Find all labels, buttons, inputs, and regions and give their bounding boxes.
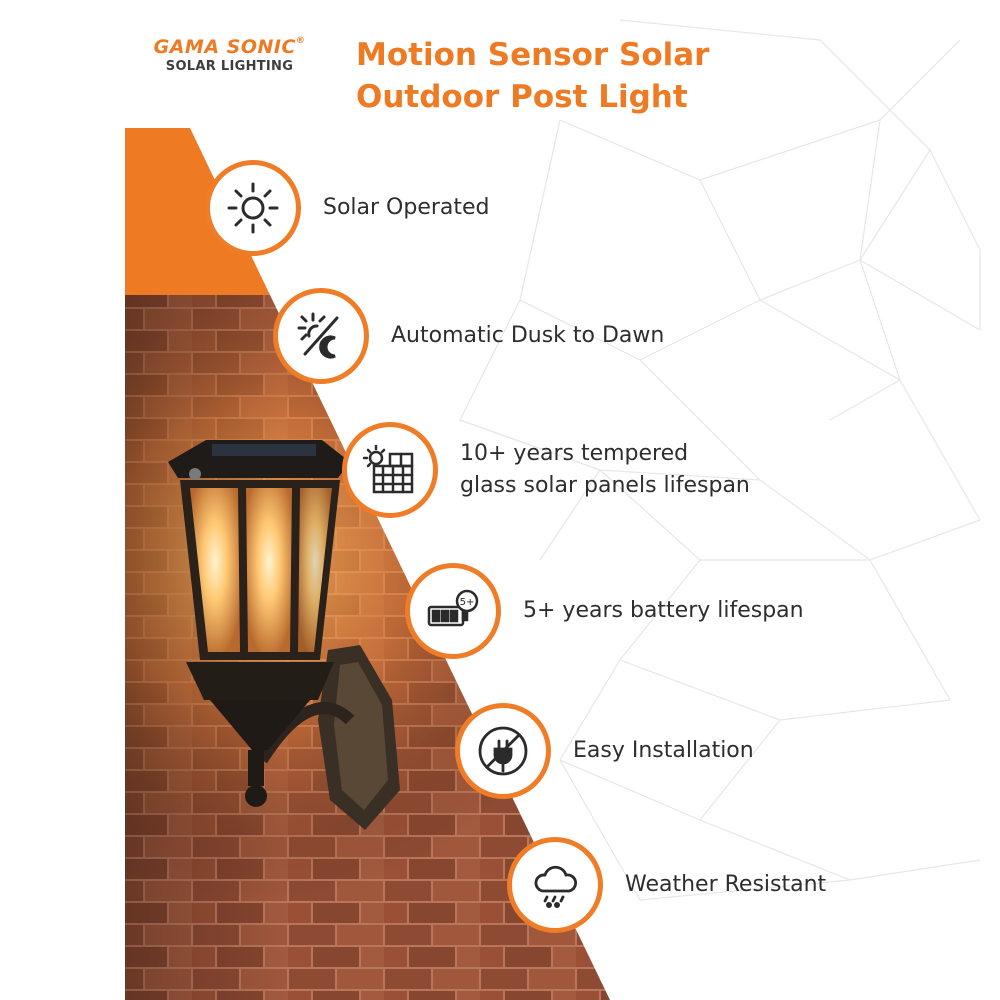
battery-badge-text: 5+ <box>460 597 475 608</box>
feature-badge: 5+ <box>405 563 501 659</box>
solar-lantern <box>168 440 400 830</box>
feature-label: Solar Operated <box>323 192 490 224</box>
feature-solar-operated: Solar Operated <box>205 160 490 256</box>
feature-dusk-to-dawn: Automatic Dusk to Dawn <box>273 288 664 384</box>
feature-weather-resistant: Weather Resistant <box>507 837 826 933</box>
feature-label: Automatic Dusk to Dawn <box>391 320 664 352</box>
feature-label: 5+ years battery lifespan <box>523 595 804 627</box>
product-title-line-2: Outdoor Post Light <box>356 79 688 115</box>
feature-badge <box>507 837 603 933</box>
feature-label-line: Weather Resistant <box>625 872 827 897</box>
feature-easy-installation: Easy Installation <box>455 703 754 799</box>
product-title-line-1: Motion Sensor Solar <box>356 37 710 73</box>
feature-label-line: 10+ years tempered <box>460 441 689 466</box>
feature-badge <box>205 160 301 256</box>
feature-solar-panels: 10+ years tempered glass solar panels li… <box>342 422 750 518</box>
brand-name-text: GAMA SONIC <box>153 36 296 58</box>
feature-badge <box>342 422 438 518</box>
registered-mark: ® <box>295 36 306 46</box>
solar-panel-icon <box>362 444 414 494</box>
feature-battery-lifespan: 5+ 5+ years battery lifespan <box>405 563 804 659</box>
weather-icon <box>534 865 578 909</box>
dusk-dawn-icon <box>297 312 339 359</box>
feature-label-line: Easy Installation <box>573 738 754 763</box>
battery-icon: 5+ <box>427 589 479 627</box>
brand-tagline: SOLAR LIGHTING <box>165 59 294 74</box>
feature-label: Easy Installation <box>573 735 754 767</box>
no-plug-icon <box>478 726 528 776</box>
brand-logo: GAMA SONIC® SOLAR LIGHTING <box>142 36 317 74</box>
feature-label-line: glass solar panels lifespan <box>460 473 750 498</box>
feature-label: Weather Resistant <box>625 869 826 901</box>
brand-name: GAMA SONIC® <box>142 36 317 58</box>
feature-label-line: 5+ years battery lifespan <box>523 598 804 623</box>
feature-label-line: Automatic Dusk to Dawn <box>391 323 665 348</box>
feature-badge <box>455 703 551 799</box>
feature-label: 10+ years tempered glass solar panels li… <box>460 438 750 502</box>
sun-icon <box>227 182 279 234</box>
feature-badge <box>273 288 369 384</box>
product-title: Motion Sensor Solar Outdoor Post Light <box>356 34 709 118</box>
feature-label-line: Solar Operated <box>323 195 490 220</box>
orange-accent-band <box>125 128 270 295</box>
